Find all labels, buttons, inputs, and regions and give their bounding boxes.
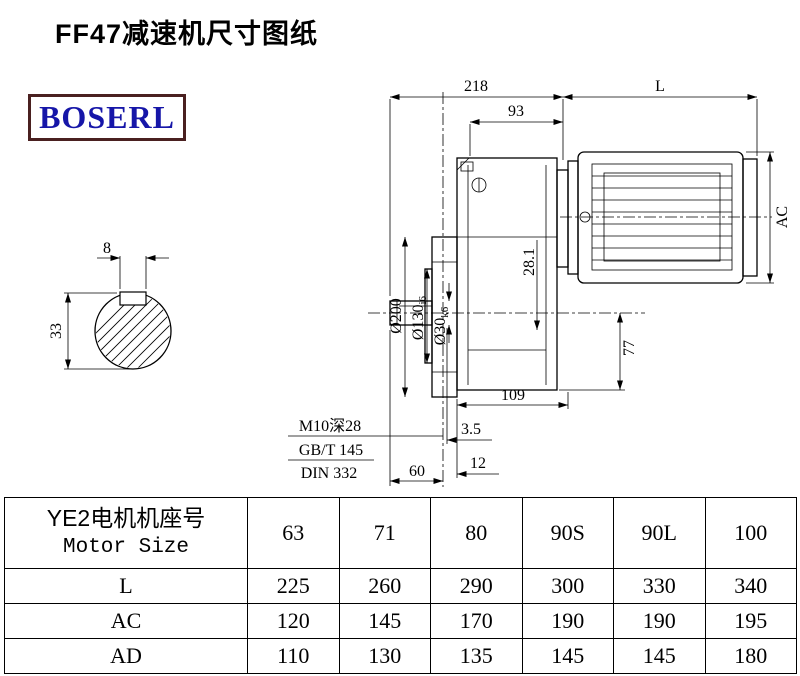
table-cell: 340 [704,568,797,604]
dim-93: 93 [469,103,563,156]
thread-note-label: M10深28 [299,417,361,435]
motor-fin-box [591,163,733,271]
table-header-row: YE2电机机座号 Motor Size 63 71 80 90S 90L 100 [4,497,797,569]
table-cell: 170 [430,603,523,639]
table-cell: 225 [247,568,340,604]
table-cell: 330 [613,568,706,604]
motor-size-header-cn: YE2电机机座号 [46,505,206,532]
table-cell: 130 [338,638,431,674]
table-cell: 260 [338,568,431,604]
table-cell: 145 [338,603,431,639]
motor [577,151,758,284]
shaft-section-view: 8 33 [48,240,172,370]
table-cell: 145 [521,638,614,674]
dim-33: 33 [48,292,131,370]
dim-8: 8 [97,240,169,289]
row-label-AC: AC [4,603,248,639]
size-col-90L: 90L [613,497,706,569]
centerlines [368,92,772,487]
dim-28-1: 28.1 [521,240,540,330]
table-cell: 110 [247,638,340,674]
dim-77: 77 [559,313,638,391]
dim-109: 109 [456,387,569,478]
spec-table: YE2电机机座号 Motor Size 63 71 80 90S 90L 100… [4,497,797,674]
dim-AC-label: AC [774,206,791,228]
dim-8-label: 8 [103,240,111,257]
table-row-AC: AC 120 145 170 190 190 195 [4,603,797,639]
row-label-L: L [4,568,248,604]
motor-size-header: YE2电机机座号 Motor Size [4,497,248,569]
dim-12: 12 [457,455,499,477]
motor-size-header-en: Motor Size [62,536,190,560]
dim-109-label: 109 [501,387,525,404]
dim-L-label: L [655,78,665,95]
dim-60-label: 60 [409,463,425,480]
dim-77-label: 77 [621,340,638,356]
dim-L: L [563,78,758,156]
dimension-drawing: 8 33 [48,78,791,487]
dim-3-5: 3.5 [446,328,492,444]
dim-d130: Ø130i6 [410,269,430,363]
size-col-100: 100 [704,497,797,569]
table-cell: 145 [613,638,706,674]
size-col-80: 80 [430,497,523,569]
din-note-label: DIN 332 [301,465,357,482]
boserl-logo: BOSERL [28,94,186,141]
table-cell: 300 [521,568,614,604]
keyway [119,291,147,306]
dim-3-5-label: 3.5 [461,421,481,438]
dim-d130-label: Ø130i6 [410,295,429,340]
table-cell: 290 [430,568,523,604]
row-label-AD: AD [4,638,248,674]
dim-d30-label: Ø30k6 [432,306,451,345]
dim-218: 218 [389,78,564,296]
size-col-63: 63 [247,497,340,569]
table-cell: 190 [521,603,614,639]
motor-adapter [556,160,579,275]
dim-d30: Ø30k6 [432,283,452,345]
dim-60: 60 [389,330,443,486]
motor-fins [592,175,732,261]
table-row-L: L 225 260 290 300 330 340 [4,568,797,604]
table-cell: 135 [430,638,523,674]
table-cell: 190 [613,603,706,639]
dim-93-label: 93 [508,103,524,120]
size-col-71: 71 [338,497,431,569]
dim-12-label: 12 [470,455,486,472]
table-cell: 195 [704,603,797,639]
table-cell: 120 [247,603,340,639]
dim-d200: Ø200 [388,237,408,397]
table-row-AD: AD 110 130 135 145 145 180 [4,638,797,674]
gbt-note-label: GB/T 145 [299,442,363,459]
page-title: FF47减速机尺寸图纸 [55,19,319,49]
size-col-90S: 90S [521,497,614,569]
dim-218-label: 218 [464,78,488,95]
dim-d200-label: Ø200 [388,298,405,334]
dim-28-1-label: 28.1 [521,248,538,276]
dim-AC: AC [746,151,791,284]
dim-33-label: 33 [48,323,65,339]
thread-note: M10深28 GB/T 145 DIN 332 [288,417,443,482]
table-cell: 180 [704,638,797,674]
gearbox-housing [456,157,558,391]
boserl-logo-text: BOSERL [39,99,175,135]
